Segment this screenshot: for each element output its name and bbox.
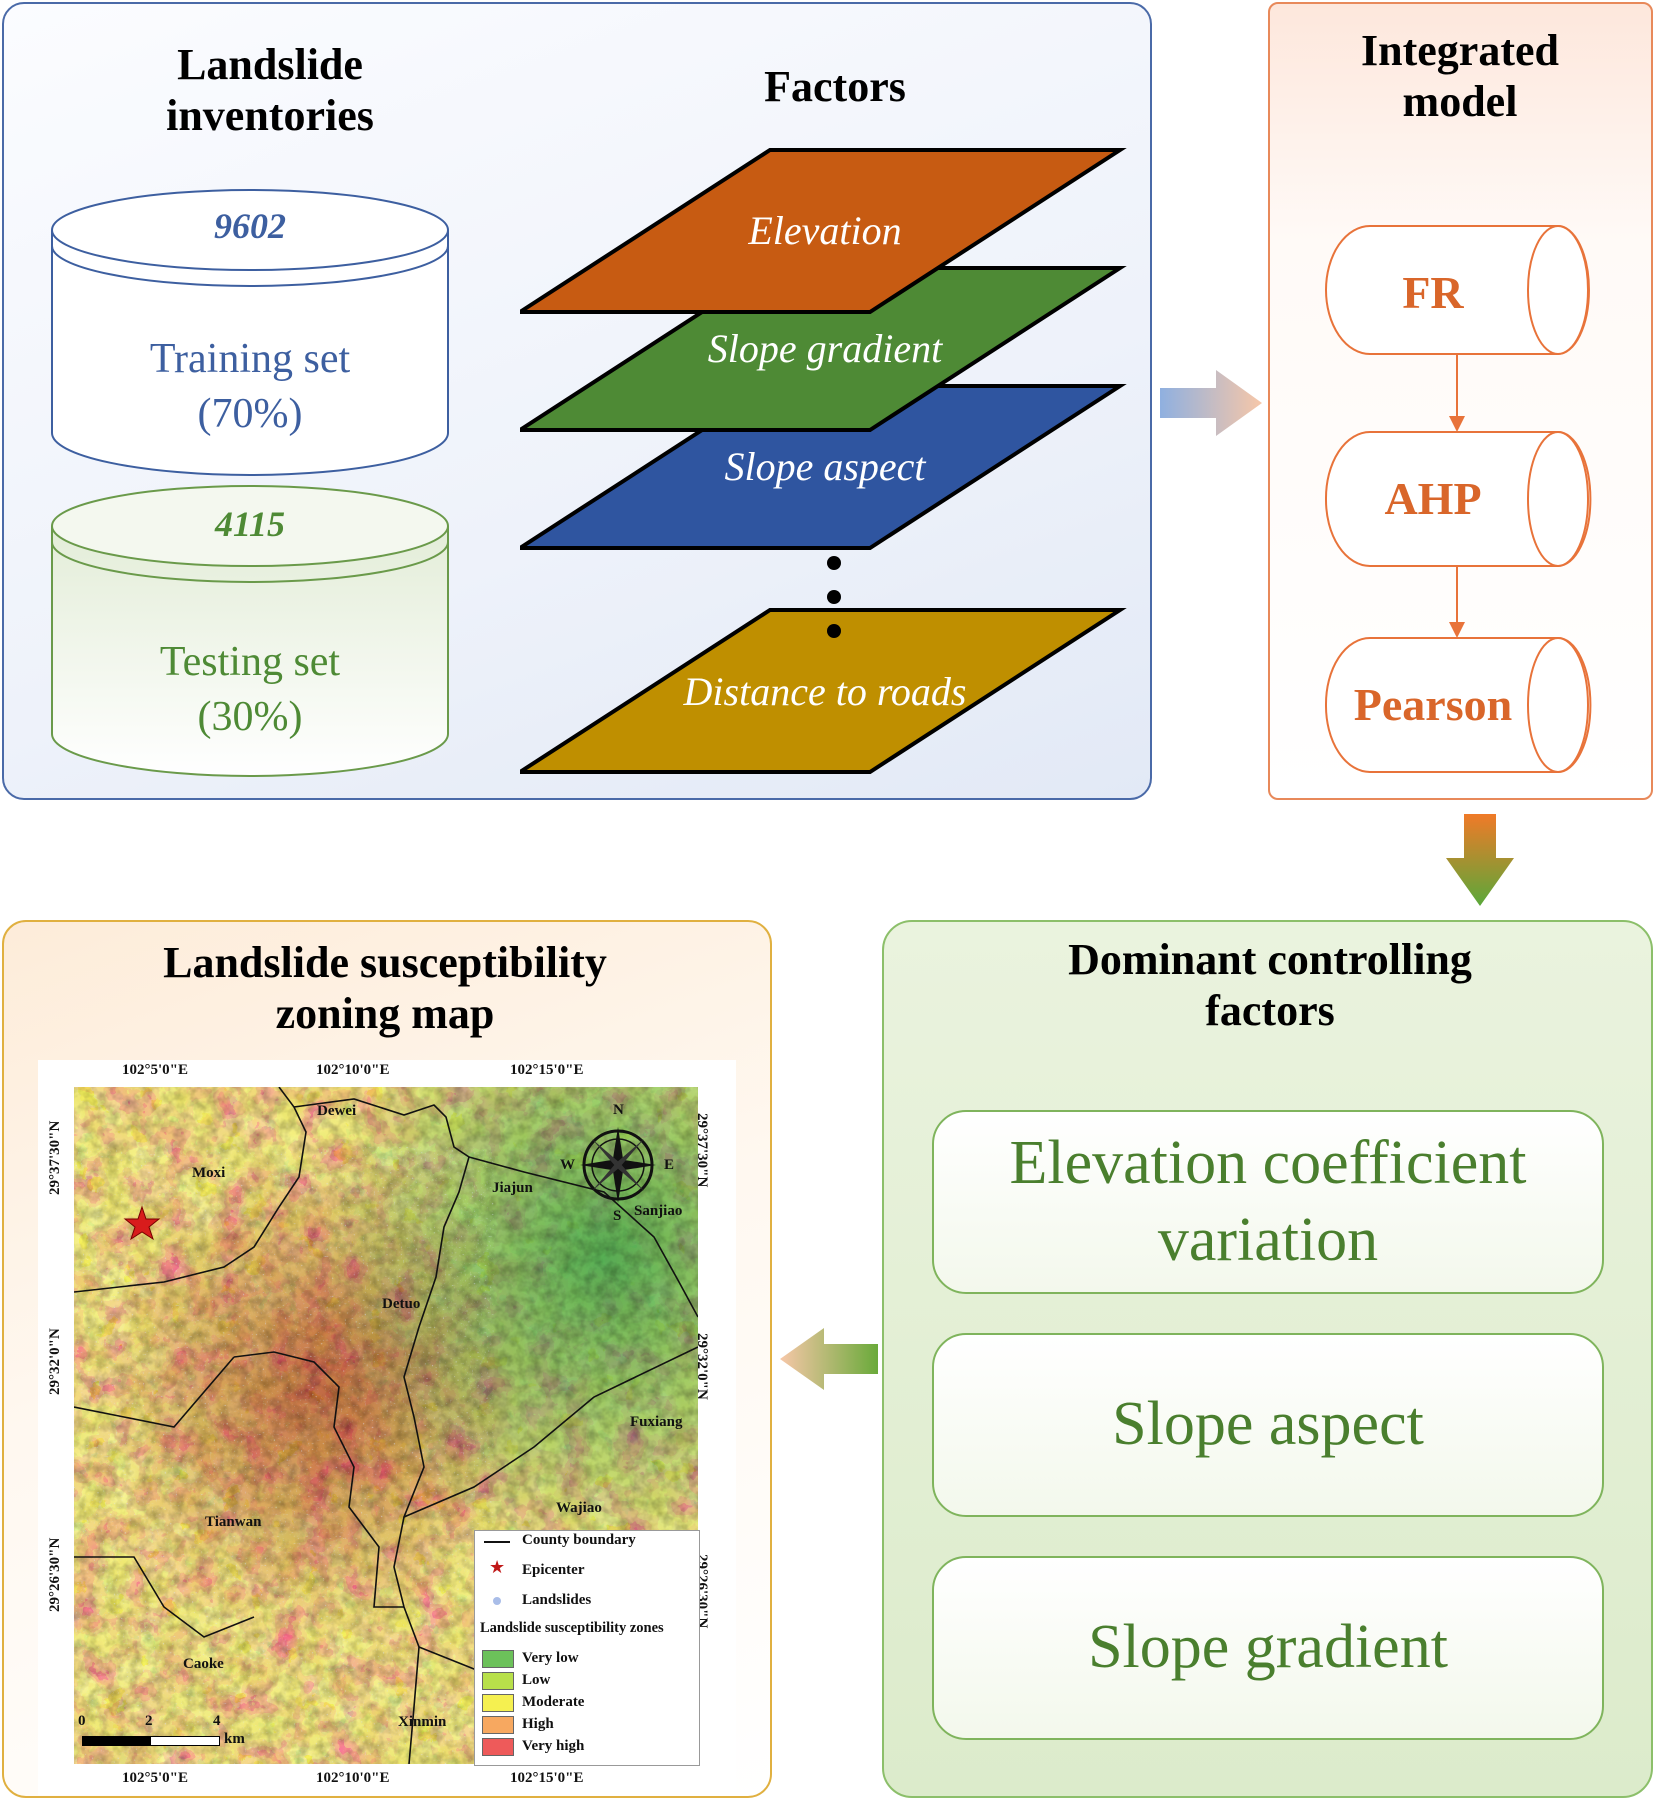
susceptibility-map bbox=[74, 1087, 698, 1764]
compass-e: E bbox=[664, 1157, 675, 1173]
legend-label-very-high: Very high bbox=[522, 1738, 585, 1754]
lon-tick-bottom-3: 102°15'0"E bbox=[510, 1770, 584, 1786]
compass-n: N bbox=[613, 1102, 624, 1118]
lon-tick-top-3: 102°15'0"E bbox=[510, 1062, 584, 1078]
testing-percent: (30%) bbox=[197, 694, 303, 740]
lat-tick-left-3: 29°26'30"N bbox=[47, 1537, 63, 1612]
model-flow bbox=[1324, 225, 1592, 773]
legend-county-line bbox=[484, 1541, 510, 1543]
scale-tick-0: 0 bbox=[78, 1713, 86, 1729]
place-tianwan: Tianwan bbox=[205, 1514, 262, 1530]
integrated-model-title: Integrated model bbox=[1361, 26, 1559, 126]
place-caoke: Caoke bbox=[183, 1656, 224, 1672]
legend-swatch-very-high bbox=[482, 1738, 514, 1756]
lon-tick-bottom-1: 102°5'0"E bbox=[122, 1770, 188, 1786]
training-percent: (70%) bbox=[197, 391, 303, 437]
fr-cylinder bbox=[1324, 225, 1590, 355]
layer-label-slope-aspect: Slope aspect bbox=[724, 444, 926, 489]
legend-label-high: High bbox=[522, 1716, 554, 1732]
training-count: 9602 bbox=[214, 206, 286, 246]
arrow-to-dominant bbox=[1446, 814, 1514, 906]
dominant-factor-2: Slope aspect bbox=[932, 1333, 1604, 1517]
epicenter-star bbox=[123, 1205, 161, 1241]
ellipsis-dot bbox=[827, 590, 841, 604]
scale-bar bbox=[82, 1736, 220, 1746]
compass-w: W bbox=[560, 1157, 575, 1173]
legend-swatch-high bbox=[482, 1716, 514, 1734]
legend-landslides-label: Landslides bbox=[522, 1592, 592, 1608]
pearson-cylinder bbox=[1324, 637, 1592, 773]
inventories-title: Landslide inventories bbox=[166, 40, 374, 140]
compass-rose-icon bbox=[580, 1127, 656, 1203]
scale-unit: km bbox=[224, 1731, 245, 1747]
place-moxi: Moxi bbox=[192, 1165, 226, 1181]
legend-swatch-moderate bbox=[482, 1694, 514, 1712]
arrow-to-model bbox=[1160, 370, 1262, 436]
scale-tick-2: 2 bbox=[145, 1713, 153, 1729]
legend-epicenter-label: Epicenter bbox=[522, 1562, 585, 1578]
place-fuxiang: Fuxiang bbox=[630, 1414, 683, 1430]
legend-swatch-low bbox=[482, 1672, 514, 1690]
place-wajiao: Wajiao bbox=[556, 1500, 602, 1516]
dominant-factor-2-label: Slope aspect bbox=[1112, 1390, 1424, 1459]
place-dewei: Dewei bbox=[317, 1103, 357, 1119]
legend-swatch-very-low bbox=[482, 1650, 514, 1668]
layer-slope-gradient bbox=[520, 266, 1127, 432]
legend-epicenter-icon: ★ bbox=[489, 1557, 506, 1577]
place-sanjiao: Sanjiao bbox=[634, 1203, 683, 1219]
scale-tick-4: 4 bbox=[213, 1713, 221, 1729]
step-ahp: AHP bbox=[1384, 473, 1482, 524]
place-detuo: Detuo bbox=[382, 1296, 421, 1312]
dominant-factors-title: Dominant controlling factors bbox=[1068, 935, 1472, 1035]
dominant-factor-1-label: Elevation coefficient variation bbox=[1009, 1128, 1527, 1275]
factors-title: Factors bbox=[764, 62, 906, 111]
step-pearson: Pearson bbox=[1353, 679, 1513, 730]
testing-set-cylinder bbox=[51, 485, 449, 777]
lon-tick-bottom-2: 102°10'0"E bbox=[316, 1770, 390, 1786]
dominant-factor-3: Slope gradient bbox=[932, 1556, 1604, 1740]
legend-landslides-icon bbox=[493, 1597, 501, 1605]
training-set-cylinder bbox=[51, 189, 449, 476]
layer-distance-to-roads bbox=[520, 608, 1127, 774]
lon-tick-top-2: 102°10'0"E bbox=[316, 1062, 390, 1078]
layer-label-distance-to-roads: Distance to roads bbox=[683, 669, 967, 714]
ellipsis-dot bbox=[827, 556, 841, 570]
step-fr: FR bbox=[1402, 267, 1464, 318]
testing-label: Testing set bbox=[159, 639, 341, 685]
arrow-to-map bbox=[780, 1328, 878, 1390]
lat-tick-left-2: 29°32'0"N bbox=[47, 1328, 63, 1395]
compass-s: S bbox=[613, 1208, 622, 1224]
place-xinmin: Xinmin bbox=[398, 1714, 447, 1730]
training-label: Training set bbox=[149, 336, 351, 382]
layer-elevation bbox=[520, 148, 1127, 314]
dominant-factor-1: Elevation coefficient variation bbox=[932, 1110, 1604, 1294]
legend-label-very-low: Very low bbox=[522, 1650, 579, 1666]
testing-count: 4115 bbox=[214, 504, 285, 544]
ahp-cylinder bbox=[1324, 431, 1592, 567]
layer-label-elevation: Elevation bbox=[748, 208, 902, 253]
legend-zones-title: Landslide susceptibility zones bbox=[480, 1620, 664, 1636]
factor-layers bbox=[520, 148, 1127, 774]
legend-label-moderate: Moderate bbox=[522, 1694, 585, 1710]
legend-label-low: Low bbox=[522, 1672, 551, 1688]
zoning-map-title: Landslide susceptibility zoning map bbox=[163, 938, 607, 1038]
lat-tick-left-1b: 29°37'30"N bbox=[47, 1120, 63, 1195]
ellipsis-dot bbox=[827, 624, 841, 638]
legend-county-label: County boundary bbox=[522, 1532, 636, 1548]
layer-slope-aspect bbox=[520, 384, 1127, 550]
lon-tick-top-1: 102°5'0"E bbox=[122, 1062, 188, 1078]
dominant-factor-3-label: Slope gradient bbox=[1088, 1613, 1448, 1682]
layer-label-slope-gradient: Slope gradient bbox=[707, 326, 943, 371]
place-jiajun: Jiajun bbox=[492, 1180, 533, 1196]
